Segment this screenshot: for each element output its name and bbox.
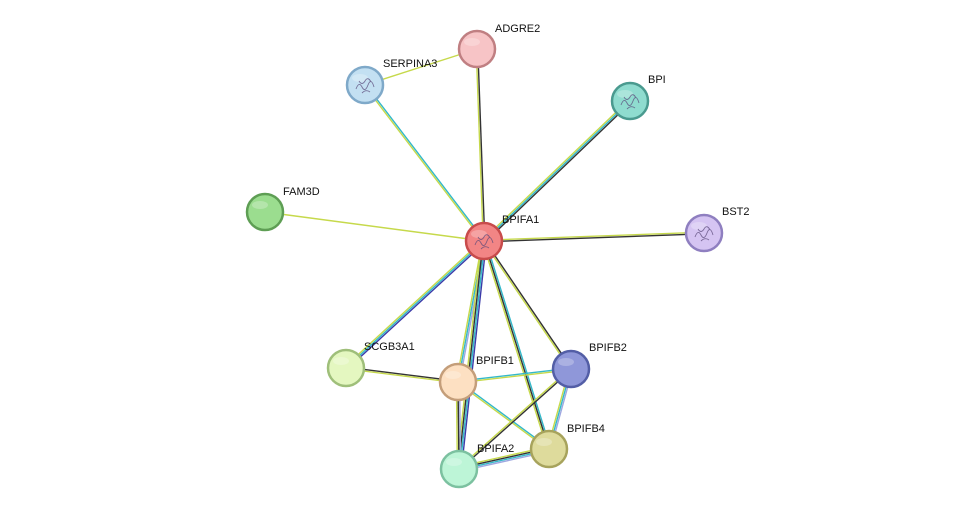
edge-line-coexpression <box>484 101 632 243</box>
node-layer <box>245 29 724 489</box>
edge-line-database <box>484 240 552 449</box>
node-label-bpi: BPI <box>648 74 666 86</box>
node-circle <box>326 348 366 388</box>
node-label-bpifb1: BPIFB1 <box>476 355 514 367</box>
node-circle <box>464 221 504 261</box>
edge-line-textmining <box>482 99 630 241</box>
node-highlight <box>464 38 480 46</box>
node-bpifb4[interactable] <box>529 429 569 469</box>
protein-structure-icon <box>620 94 640 110</box>
edge-line-textmining <box>458 367 571 469</box>
node-bpifa1[interactable] <box>464 221 504 261</box>
node-bst2[interactable] <box>684 213 724 253</box>
node-highlight <box>333 357 349 365</box>
edge-line-experiments <box>460 241 488 470</box>
edge-bpifa1-bpifa2[interactable] <box>455 240 488 470</box>
edge-line-coexpression <box>457 240 484 469</box>
edge-line-database <box>483 100 631 242</box>
node-bpifb2[interactable] <box>551 349 591 389</box>
node-bpi[interactable] <box>610 81 650 121</box>
node-circle <box>610 81 650 121</box>
edge-line-textmining <box>481 241 549 450</box>
node-fam3d[interactable] <box>245 192 285 232</box>
node-label-bpifb2: BPIFB2 <box>589 342 627 354</box>
edge-line-textmining <box>264 211 485 242</box>
node-highlight <box>446 458 462 466</box>
edge-bpifa1-bpifb2[interactable] <box>482 240 573 370</box>
node-highlight <box>471 230 487 238</box>
edge-line-textmining <box>344 239 484 368</box>
node-circle <box>551 349 591 389</box>
node-highlight <box>691 222 707 230</box>
node-label-bpifb4: BPIFB4 <box>567 423 605 435</box>
node-highlight <box>352 74 368 82</box>
label-layer: BPIFA1ADGRE2SERPINA3BPIFAM3DBST2SCGB3A1B… <box>283 23 750 455</box>
node-label-serpina3: SERPINA3 <box>383 58 437 70</box>
protein-structure-icon <box>474 234 494 250</box>
edge-bpifa1-adgre2[interactable] <box>475 48 486 242</box>
node-adgre2[interactable] <box>457 29 497 69</box>
edge-bpifa1-bpifb4[interactable] <box>481 240 552 450</box>
edge-line-textmining <box>455 240 484 382</box>
node-highlight <box>445 371 461 379</box>
edge-line-textmining <box>483 231 704 241</box>
node-highlight <box>617 90 633 98</box>
edge-bpifa1-fam3d[interactable] <box>264 211 485 242</box>
edge-line-coexpression <box>484 233 705 243</box>
edge-line-database <box>345 240 485 369</box>
node-circle <box>684 213 724 253</box>
edge-line-textmining <box>475 49 484 242</box>
node-label-adgre2: ADGRE2 <box>495 23 540 35</box>
node-label-bst2: BST2 <box>722 206 750 218</box>
node-circle <box>457 29 497 69</box>
node-label-scgb3a1: SCGB3A1 <box>364 341 415 353</box>
edge-line-database <box>459 241 486 470</box>
node-circle <box>345 65 385 105</box>
edge-line-database <box>365 84 486 241</box>
edge-line-coexpression <box>459 369 572 471</box>
edge-line-textmining <box>363 85 484 242</box>
node-highlight <box>558 358 574 366</box>
node-circle <box>529 429 569 469</box>
edge-line-textmining <box>364 48 478 86</box>
node-bpifb1[interactable] <box>438 362 478 402</box>
node-circle <box>245 192 285 232</box>
node-label-bpifa2: BPIFA2 <box>477 443 514 455</box>
node-scgb3a1[interactable] <box>326 348 366 388</box>
edge-line-textmining <box>482 241 571 370</box>
node-serpina3[interactable] <box>345 65 385 105</box>
edge-bpifa1-scgb3a1[interactable] <box>344 239 486 370</box>
protein-structure-icon <box>694 226 714 242</box>
protein-structure-icon <box>355 78 375 94</box>
edge-bpifb2-bpifa2[interactable] <box>458 367 572 471</box>
edge-bpifa1-bst2[interactable] <box>483 231 705 243</box>
node-label-fam3d: FAM3D <box>283 186 320 198</box>
edge-line-coexpression <box>477 48 486 241</box>
edge-bpifa1-bpi[interactable] <box>482 99 632 243</box>
node-highlight <box>536 438 552 446</box>
node-label-bpifa1: BPIFA1 <box>502 214 539 226</box>
edge-serpina3-adgre2[interactable] <box>364 48 478 86</box>
edge-bpifa1-serpina3[interactable] <box>363 84 486 242</box>
edge-line-coexpression <box>483 240 550 450</box>
node-bpifa2[interactable] <box>439 449 479 489</box>
node-circle <box>439 449 479 489</box>
node-circle <box>438 362 478 402</box>
node-highlight <box>252 201 268 209</box>
edge-line-coexpression <box>484 240 573 369</box>
edge-line-experiments <box>346 241 486 370</box>
